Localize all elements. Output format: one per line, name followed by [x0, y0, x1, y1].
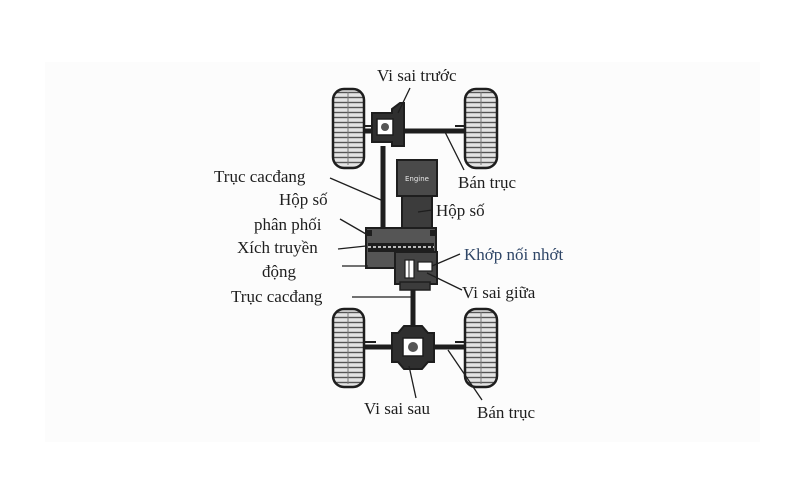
label-transfer-case-line2: phân phối: [254, 215, 322, 234]
center-differential: [394, 251, 438, 291]
label-rear-propeller-shaft: Trục cacđang: [231, 287, 323, 306]
rear-left-wheel: [331, 307, 366, 389]
label-viscous-coupling: Khớp nối nhớt: [464, 245, 564, 264]
label-center-differential: Vi sai giữa: [462, 283, 536, 302]
rear-differential: [391, 325, 435, 370]
front-left-wheel: [331, 87, 366, 170]
label-rear-half-shaft: Bán trục: [477, 403, 536, 422]
label-chain-drive-line2: động: [262, 262, 296, 281]
gearbox-body: [401, 195, 433, 230]
label-front-half-shaft: Bán trục: [458, 173, 517, 192]
label-chain-drive-line1: Xích truyền: [237, 238, 318, 257]
label-rear-differential: Vi sai sau: [364, 399, 431, 418]
label-front-propeller-shaft: Trục cacđang: [214, 167, 306, 186]
front-right-wheel: [463, 87, 499, 170]
engine-text: Engine: [405, 175, 429, 183]
rear-right-wheel: [463, 307, 499, 389]
label-gearbox: Hộp số: [436, 201, 485, 220]
leader-lines: [329, 87, 483, 401]
engine: Engine: [396, 159, 438, 197]
label-transfer-case-line1: Hộp số: [279, 190, 328, 209]
front-differential: [371, 102, 405, 147]
label-front-differential: Vi sai trước: [377, 66, 457, 85]
